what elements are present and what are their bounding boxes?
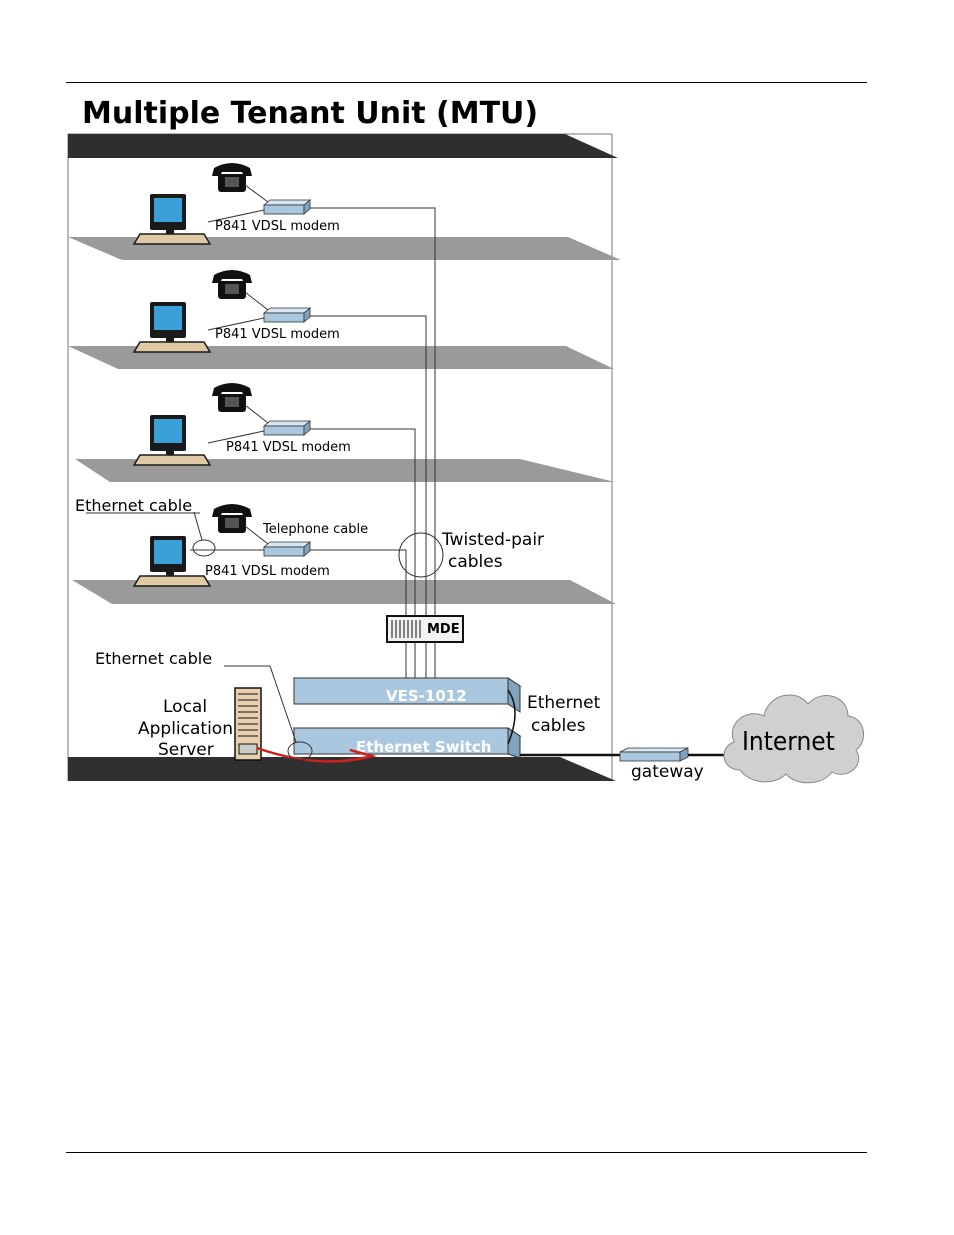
server-label-line2: Application	[138, 719, 233, 739]
vdsl-modem-icon	[264, 421, 310, 435]
mde-panel: MDE	[387, 616, 463, 642]
floor-4-equipment: P841 VDSL modem Ethernet cable Telephone…	[75, 496, 544, 586]
modem-label: P841 VDSL modem	[215, 327, 340, 342]
page-title: Multiple Tenant Unit (MTU)	[82, 96, 538, 131]
telephone-icon	[212, 383, 252, 412]
computer-icon	[134, 302, 210, 352]
computer-icon	[134, 194, 210, 244]
roof-slab	[68, 134, 618, 158]
telephone-icon	[212, 504, 252, 533]
twisted-pair-label-line2: cables	[448, 552, 503, 572]
vdsl-modem-icon	[264, 200, 310, 214]
server-label-line3: Server	[158, 740, 214, 760]
telephone-cable-label: Telephone cable	[262, 522, 368, 537]
ves-1012-device: VES-1012	[294, 678, 520, 712]
ethernet-cables-label-line2: cables	[531, 716, 586, 736]
ves-label: VES-1012	[386, 687, 467, 705]
floor-2-equipment: P841 VDSL modem	[134, 270, 340, 352]
server-label-line1: Local	[163, 697, 207, 717]
switch-label: Ethernet Switch	[356, 738, 491, 756]
ethernet-cable-marker	[193, 540, 215, 556]
internet-label: Internet	[742, 727, 835, 757]
server-ethernet-cable-label: Ethernet cable	[95, 649, 212, 668]
telephone-icon	[212, 163, 252, 192]
floor-1-equipment: P841 VDSL modem	[134, 163, 340, 244]
floor-3-equipment: P841 VDSL modem	[134, 383, 351, 465]
computer-icon	[134, 415, 210, 465]
mde-label: MDE	[427, 622, 460, 637]
modem-label: P841 VDSL modem	[215, 219, 340, 234]
ethernet-cables-label-line1: Ethernet	[527, 693, 601, 713]
telephone-icon	[212, 270, 252, 299]
modem-label: P841 VDSL modem	[205, 564, 330, 579]
computer-icon	[134, 536, 210, 586]
gateway-label: gateway	[631, 762, 704, 782]
vdsl-modem-icon	[264, 308, 310, 322]
gateway-device	[620, 748, 688, 761]
ethernet-switch-device: Ethernet Switch	[294, 728, 520, 758]
ethernet-cable-label: Ethernet cable	[75, 496, 192, 515]
twisted-pair-label-line1: Twisted-pair	[441, 530, 544, 550]
vdsl-modem-icon	[264, 542, 310, 556]
modem-label: P841 VDSL modem	[226, 440, 351, 455]
